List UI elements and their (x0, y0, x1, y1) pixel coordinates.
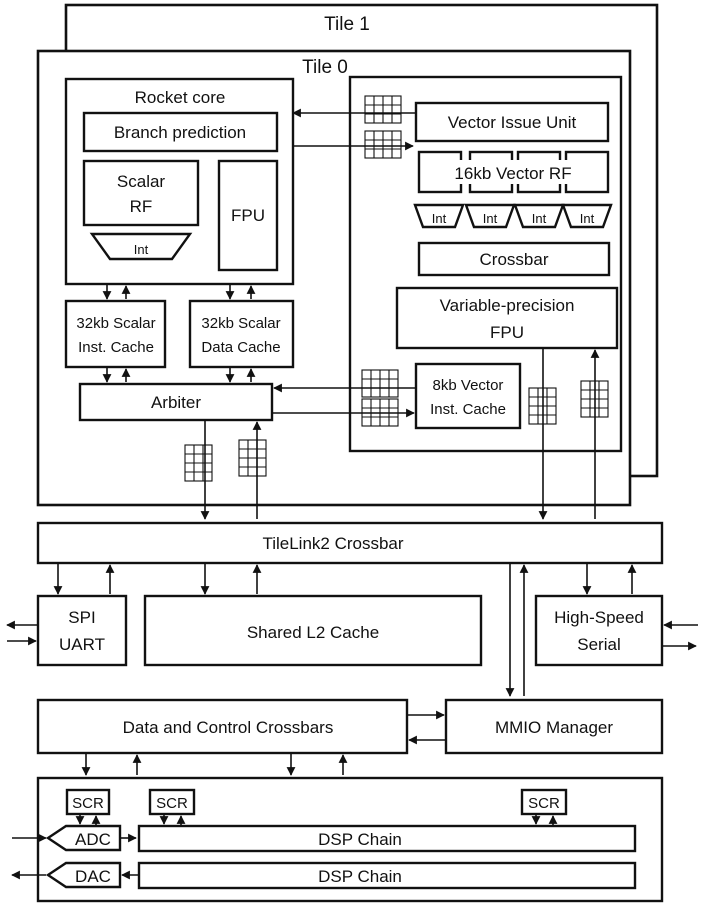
mmio-manager-label: MMIO Manager (495, 718, 613, 737)
scr-3-label: SCR (528, 795, 560, 812)
scalar-rf-label-2: RF (130, 197, 153, 216)
shared-l2-cache-label: Shared L2 Cache (247, 623, 379, 642)
adc-label: ADC (75, 830, 111, 849)
dac-label: DAC (75, 867, 111, 886)
high-speed-serial-label-1: High-Speed (554, 608, 644, 627)
scalar-data-cache: 32kb Scalar Data Cache (188, 299, 295, 369)
vector-icache-label-1: 8kb Vector (433, 377, 504, 394)
tile-1-label: Tile 1 (324, 14, 370, 35)
dsp-chain-1-label: DSP Chain (318, 830, 402, 849)
vector-crossbar: Crossbar (417, 241, 611, 277)
variable-precision-fpu: Variable-precision FPU (395, 286, 619, 350)
scalar-int-label: Int (134, 242, 149, 257)
vector-int-alu-4 (561, 203, 613, 229)
scr-arrows (75, 814, 558, 826)
scalar-dcache-label-1: 32kb Scalar (201, 315, 280, 332)
scalar-icache-label-1: 32kb Scalar (76, 315, 155, 332)
tile-interconnect (102, 108, 600, 520)
vector-rf-label: 16kb Vector RF (454, 164, 571, 183)
scalar-icache-label-2: Inst. Cache (78, 339, 154, 356)
mmio-interconnect (81, 710, 446, 776)
scr-1: SCR (65, 788, 111, 816)
scr-2: SCR (148, 788, 196, 816)
spi-uart: SPI UART (36, 594, 128, 667)
peripheral-interconnect (6, 563, 698, 697)
scalar-inst-cache: 32kb Scalar Inst. Cache (64, 299, 167, 369)
vector-rf: 16kb Vector RF (417, 150, 610, 194)
arbiter: Arbiter (78, 382, 274, 422)
vector-int-label-3: Int (532, 211, 547, 226)
vector-crossbar-label: Crossbar (480, 250, 549, 269)
tilelink2-crossbar-label: TileLink2 Crossbar (262, 534, 403, 553)
vector-int-alu-3 (513, 203, 565, 229)
branch-prediction-label: Branch prediction (114, 123, 246, 142)
vp-fpu-label-1: Variable-precision (440, 296, 575, 315)
scr-1-label: SCR (72, 795, 104, 812)
scalar-rf (82, 159, 200, 227)
mmio-manager: MMIO Manager (444, 698, 664, 755)
vector-issue-unit-label: Vector Issue Unit (448, 113, 577, 132)
vector-int-label-1: Int (432, 211, 447, 226)
tilelink2-crossbar: TileLink2 Crossbar (36, 521, 664, 565)
vp-fpu-label-2: FPU (490, 323, 524, 342)
high-speed-serial-label-2: Serial (577, 635, 620, 654)
fpu (217, 159, 279, 272)
vector-int-label-2: Int (483, 211, 498, 226)
vector-int-alus: Int Int Int Int (413, 203, 613, 229)
data-control-crossbars-label: Data and Control Crossbars (123, 718, 334, 737)
vector-inst-cache: 8kb Vector Inst. Cache (414, 362, 522, 430)
scalar-dcache-label-2: Data Cache (201, 339, 280, 356)
branch-prediction (82, 111, 279, 153)
scr-3: SCR (520, 788, 568, 816)
scr-2-label: SCR (156, 795, 188, 812)
vector-int-label-4: Int (580, 211, 595, 226)
arbiter-label: Arbiter (151, 393, 201, 412)
dsp-chain-2-label: DSP Chain (318, 867, 402, 886)
vector-icache-label-2: Inst. Cache (430, 401, 506, 418)
vector-issue-unit: Vector Issue Unit (414, 101, 610, 143)
high-speed-serial: High-Speed Serial (534, 594, 664, 667)
rocket-core-title: Rocket core (135, 88, 226, 107)
tile-0-label: Tile 0 (302, 57, 348, 78)
spi-label: SPI (68, 608, 95, 627)
data-control-crossbars: Data and Control Crossbars (36, 698, 409, 755)
dac: DAC (45, 861, 122, 889)
fpu-label: FPU (231, 206, 265, 225)
scalar-rf-label-1: Scalar (117, 172, 166, 191)
adc: ADC (45, 824, 122, 852)
vector-int-alu-2 (464, 203, 516, 229)
dsp-chain-2: DSP Chain (137, 861, 637, 890)
dsp-chain-1: DSP Chain (137, 824, 637, 853)
scalar-int-alu (89, 232, 193, 261)
uart-label: UART (59, 635, 105, 654)
rocket-core: Rocket core Branch prediction Scalar RF … (64, 77, 295, 286)
shared-l2-cache: Shared L2 Cache (143, 594, 483, 667)
vector-int-alu-1 (413, 203, 465, 229)
